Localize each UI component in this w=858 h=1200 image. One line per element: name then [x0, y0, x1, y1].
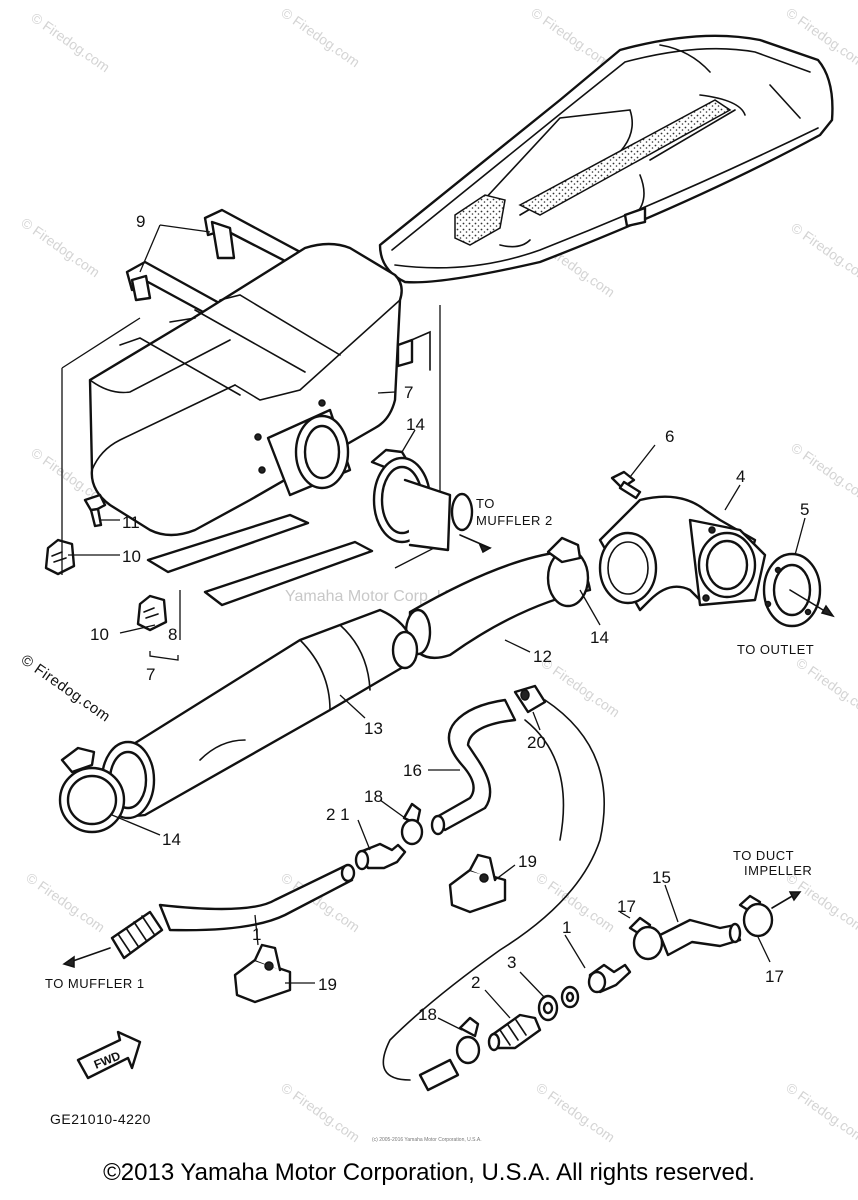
to-duct-label: IMPELLER	[744, 863, 812, 878]
callout-19: 19	[518, 852, 537, 871]
watermark-text: © Firedog.com	[528, 4, 613, 70]
callout-11: 11	[122, 513, 140, 532]
part-14-clamp-left	[58, 746, 126, 834]
watermark-text: © Firedog.com	[788, 439, 858, 505]
part-19-mount-right	[448, 853, 507, 914]
part-16-hose	[430, 698, 517, 836]
callout-9: 9	[136, 212, 145, 231]
hose-to-muffler-1	[62, 863, 356, 969]
fine-print: (c) 2005-2016 Yamaha Motor Corporation, …	[372, 1137, 482, 1143]
callout-13: 13	[364, 719, 383, 738]
watermark-text: © Firedog.com	[278, 4, 363, 70]
side-watermark: © Firedog.com	[18, 651, 114, 725]
part-18-clamp-lower	[418, 1016, 481, 1092]
watermark-text: © Firedog.com	[18, 214, 103, 280]
watermark-text: © Firedog.com	[23, 869, 108, 935]
leader-lines	[68, 224, 806, 1031]
callout-16: 16	[403, 761, 422, 780]
watercraft-illustration	[378, 34, 834, 284]
part-19-mount-left	[233, 943, 292, 1004]
callout-1: 1	[562, 918, 571, 937]
watermark-text: © Firedog.com	[533, 1079, 618, 1145]
part-2-nipple	[487, 1013, 542, 1052]
callout-18: 18	[364, 787, 383, 806]
callout-14: 14	[162, 830, 181, 849]
part-10-clips	[44, 538, 168, 632]
diagram-code: GE21010-4220	[50, 1111, 151, 1127]
part-1-fitting	[587, 963, 632, 994]
part-6-bolt	[610, 470, 642, 500]
callout-3: 3	[507, 953, 516, 972]
part-20-cap	[513, 684, 547, 714]
callout-14: 14	[406, 415, 425, 434]
callout-2: 2	[471, 973, 480, 992]
callout-10: 10	[122, 547, 141, 566]
callout-19: 19	[318, 975, 337, 994]
hose-loop	[382, 699, 606, 1081]
callout-5: 5	[800, 500, 809, 519]
to-muffler-1-label: TO MUFFLER 1	[45, 976, 145, 991]
callout-7: 7	[146, 665, 155, 684]
part-21-joint	[354, 842, 407, 871]
callout-17: 17	[617, 897, 636, 916]
to-duct-label: TO DUCT	[733, 848, 794, 863]
callout-10: 10	[90, 625, 109, 644]
part-12-hose	[404, 536, 592, 660]
callout-7: 7	[404, 383, 413, 402]
callout-17: 17	[765, 967, 784, 986]
part-7-muffler-box	[88, 242, 431, 537]
direction-labels: TO MUFFLER 2 TO OUTLET TO DUCT IMPELLER …	[45, 496, 814, 1143]
part-3-washer	[537, 985, 580, 1022]
watermark-text: © Firedog.com	[793, 654, 858, 720]
to-muffler-2-label: MUFFLER 2	[476, 513, 553, 528]
watermark-text: © Firedog.com	[783, 1079, 858, 1145]
pipe-to-muffler-2	[403, 478, 492, 554]
watermark-text: © Firedog.com	[533, 869, 618, 935]
part-15-hose	[658, 918, 742, 957]
copyright-notice: ©2013 Yamaha Motor Corporation, U.S.A. A…	[103, 1159, 755, 1186]
callout-numbers: 9 7 14 11 10 10 8 7 6 4 5 14 12 13 20 16…	[90, 212, 809, 1024]
watermark-text: © Firedog.com	[788, 219, 858, 285]
watermark-text: © Firedog.com	[28, 9, 113, 75]
callout-12: 12	[533, 647, 552, 666]
watermark-text: © Firedog.com	[278, 1079, 363, 1145]
to-muffler-2-label: TO	[476, 496, 495, 511]
part-4-elbow	[598, 495, 767, 612]
part-8-pads	[146, 513, 374, 607]
fwd-arrow-icon: FWD	[76, 1030, 142, 1080]
callout-6: 6	[665, 427, 674, 446]
part-17-clamp-left	[628, 916, 664, 961]
callout-14: 14	[590, 628, 609, 647]
part-11-bolt	[83, 493, 107, 528]
callout-4: 4	[736, 467, 745, 486]
watermark-text: © Firedog.com	[783, 869, 858, 935]
callout-21: 2 1	[326, 805, 350, 824]
callout-1: 1	[252, 925, 261, 944]
callout-15: 15	[652, 868, 671, 887]
part-5-gasket	[762, 552, 835, 628]
callout-18: 18	[418, 1005, 437, 1024]
part-18-clamp-upper	[400, 802, 424, 846]
callout-20: 20	[527, 733, 546, 752]
to-outlet-label: TO OUTLET	[737, 642, 814, 657]
callout-8: 8	[168, 625, 177, 644]
part-17-clamp-right	[738, 891, 802, 938]
assembly-outline	[61, 305, 441, 661]
